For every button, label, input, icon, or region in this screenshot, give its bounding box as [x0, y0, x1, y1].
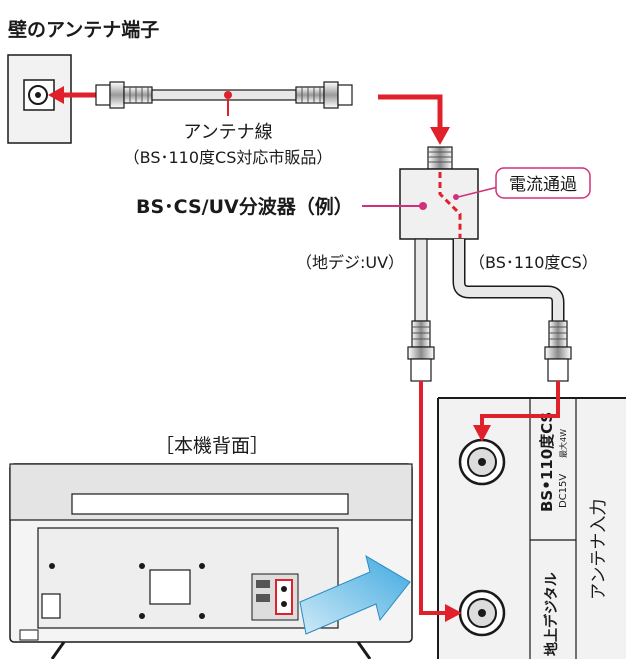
current-flow-label: 電流通過 [509, 175, 577, 195]
arrow-to-outlet-icon [48, 86, 96, 104]
splitter-label: BS･CS/UV分波器（例） [136, 195, 353, 218]
current-flow-callout: 電流通過 [453, 167, 591, 200]
terrestrial-terminal-label: 地上デジタル [543, 572, 560, 656]
tv-back-illustration [9, 463, 413, 659]
arrow-to-splitter-icon [378, 94, 450, 145]
bs-power-max-label: 最大4W [558, 429, 568, 458]
splitter-icon [399, 146, 479, 240]
bs-power-label: DC15V [558, 474, 569, 508]
cable-label: アンテナ線 [183, 122, 272, 143]
bs-branch-label: （BS･110度CS） [469, 253, 598, 272]
bs-branch-cable [452, 239, 572, 382]
antenna-input-label: アンテナ入力 [589, 499, 609, 600]
tv-back-title: ［本機背面］ [155, 435, 269, 457]
cable-note: （BS･110度CS対応市販品） [124, 148, 333, 167]
arrow-to-terrestrial-jack-icon [419, 381, 462, 622]
zoom-guide-arrow-icon [299, 554, 411, 635]
terrestrial-jack-icon [458, 589, 506, 637]
terrestrial-branch-cable [407, 238, 435, 382]
arrow-to-bs-jack-icon [473, 381, 560, 442]
wall-outlet-title: 壁のアンテナ端子 [8, 18, 159, 41]
bs-terminal-label: BS•110度CS [538, 412, 556, 512]
bs-jack-icon [458, 438, 506, 486]
terrestrial-branch-label: （地デジ:UV） [296, 253, 404, 272]
